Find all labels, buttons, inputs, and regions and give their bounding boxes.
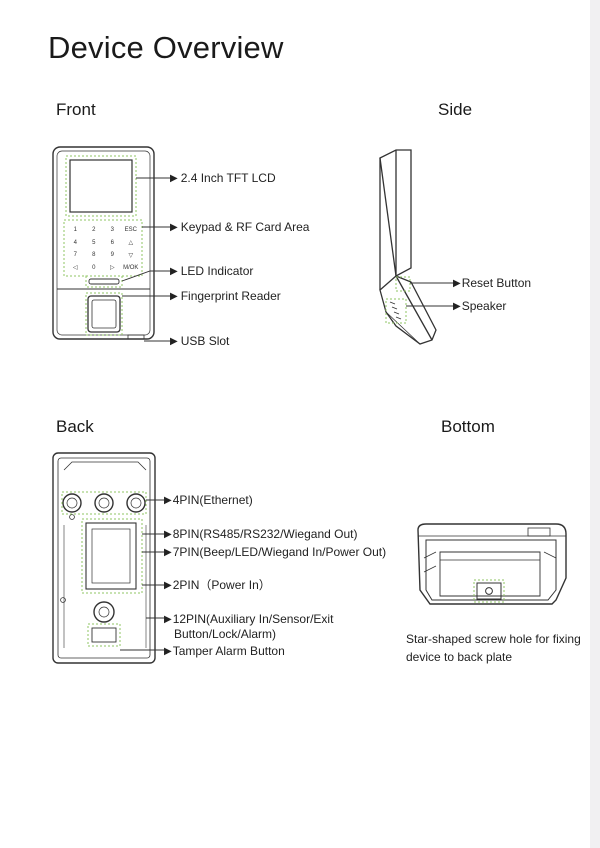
back-cable-cutout	[85, 522, 137, 590]
keypad-key: ESC	[124, 227, 137, 234]
keypad-key: 1	[73, 227, 77, 234]
callout-lcd: ▶2.4 Inch TFT LCD	[170, 171, 276, 185]
back-mount-hole-bottom	[93, 601, 115, 623]
side-device-upper	[379, 149, 412, 278]
section-side-heading: Side	[438, 100, 473, 119]
callout-usb: ▶USB Slot	[170, 334, 230, 348]
bottom-device-body	[417, 523, 567, 605]
section-front-heading: Front	[56, 100, 96, 119]
side-reset-highlight	[395, 276, 411, 292]
callout-speaker: ▶Speaker	[453, 299, 507, 313]
page-title: Device Overview	[48, 30, 284, 65]
back-plate-body	[52, 452, 156, 664]
keypad-key: 7	[73, 252, 77, 259]
keypad-key: M/OK	[123, 264, 139, 271]
keypad-key: 8	[92, 252, 96, 259]
back-mount-hole-right	[126, 493, 146, 513]
keypad-key: ◁	[72, 265, 78, 272]
keypad-key: ▽	[128, 252, 134, 259]
keypad-key: ▷	[109, 265, 115, 272]
callout-12pin-line1: 12PIN(Auxiliary In/Sensor/Exit	[172, 612, 334, 626]
callout-keypad: ▶Keypad & RF Card Area	[170, 220, 310, 234]
keypad-key: 2	[92, 227, 96, 234]
front-keypad: 1 2 3 ESC 4 5 6 △ 7 8 9 ▽ ◁ 0 ▷ M/OK	[66, 224, 140, 274]
bottom-caption-line1: Star-shaped screw hole for fixing	[406, 632, 581, 646]
front-lcd-highlight	[65, 155, 137, 217]
callout-2pin: ▶2PIN（Power In）	[164, 578, 271, 592]
callout-8pin: ▶8PIN(RS485/RS232/Wiegand Out)	[164, 527, 358, 541]
bottom-caption-line2: device to back plate	[406, 650, 513, 664]
side-speaker-highlight	[385, 298, 407, 324]
front-device-body	[52, 146, 155, 340]
back-connectors-highlight	[81, 518, 143, 594]
callout-12pin-line2: Button/Lock/Alarm)	[174, 627, 277, 641]
section-back-heading: Back	[56, 417, 94, 436]
bottom-caption: Star-shaped screw hole for fixing device…	[406, 630, 596, 666]
section-bottom-heading: Bottom	[441, 417, 495, 436]
callout-fingerprint: ▶Fingerprint Reader	[170, 289, 281, 303]
back-ethernet-highlight	[61, 491, 147, 515]
back-mount-hole-left	[62, 493, 82, 513]
back-tamper-switch	[91, 627, 117, 643]
keypad-key: 3	[110, 227, 114, 234]
callout-12pin: ▶12PIN(Auxiliary In/Sensor/Exit Button/L…	[164, 612, 334, 641]
keypad-key: 0	[92, 264, 96, 271]
front-led-strip	[88, 278, 120, 285]
callout-7pin: ▶7PIN(Beep/LED/Wiegand In/Power Out)	[164, 545, 387, 559]
front-led-highlight	[85, 275, 123, 288]
keypad-key: 9	[110, 252, 114, 259]
bottom-screw-housing	[476, 582, 502, 600]
back-tamper-highlight	[87, 623, 121, 647]
keypad-key: 6	[110, 239, 114, 246]
callout-reset: ▶Reset Button	[453, 276, 532, 290]
back-mount-hole-center	[94, 493, 114, 513]
front-fingerprint-highlight	[85, 292, 123, 336]
callout-ethernet: ▶4PIN(Ethernet)	[164, 493, 253, 507]
bottom-screw-highlight	[473, 579, 505, 603]
keypad-key: 4	[73, 239, 77, 246]
front-usb-slot	[127, 334, 145, 340]
callout-led: ▶LED Indicator	[170, 264, 254, 278]
bottom-screw-hole	[485, 587, 493, 595]
callout-tamper: ▶Tamper Alarm Button	[164, 644, 285, 658]
front-lcd-screen	[69, 159, 133, 213]
keypad-key: △	[128, 240, 134, 247]
front-fingerprint-window	[87, 295, 121, 333]
keypad-key: 5	[92, 239, 96, 246]
page-edge-strip	[590, 0, 600, 848]
